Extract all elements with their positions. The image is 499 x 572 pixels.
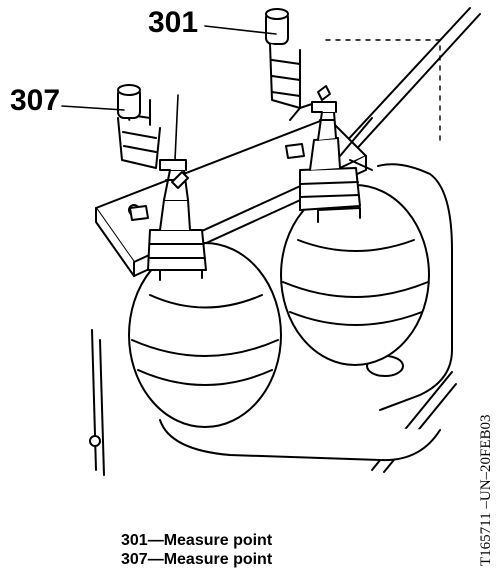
leader-307 <box>61 105 125 111</box>
figure-id: T165711 –UN–20FEB03 <box>478 414 494 566</box>
fitting-307 <box>117 84 207 271</box>
legend-item-307: 307—Measure point <box>121 551 273 568</box>
leader-301 <box>204 25 277 35</box>
accumulator-left <box>128 242 282 428</box>
legend-item-301: 301—Measure point <box>121 532 273 549</box>
rear-panel <box>325 39 441 141</box>
accumulator-diagram <box>61 7 481 476</box>
panel-hole <box>89 435 101 447</box>
accumulator-right <box>280 184 430 366</box>
callout-307: 307 <box>10 84 61 117</box>
callout-301: 301 <box>148 6 199 39</box>
fitting-301 <box>265 8 373 211</box>
